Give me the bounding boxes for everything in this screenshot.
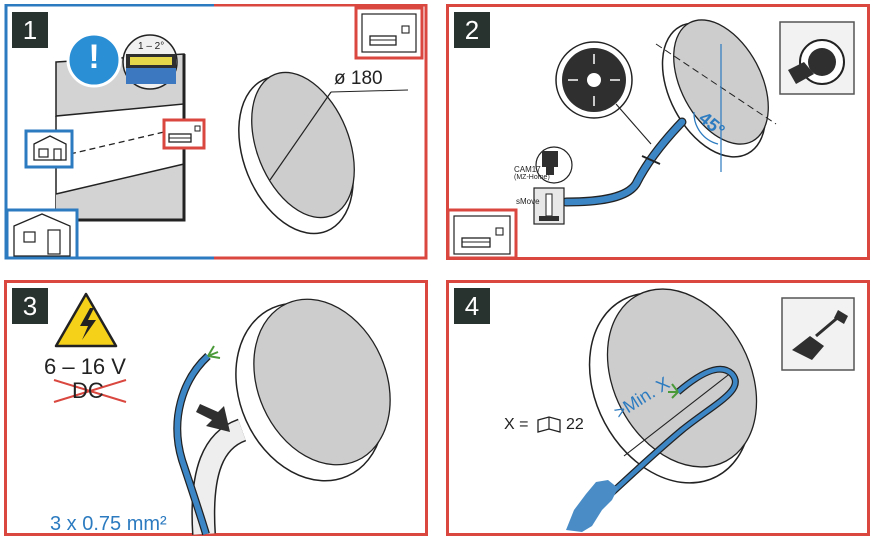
- wire-label: 3 x 0.75 mm²: [50, 513, 167, 535]
- step-1-illustration: [4, 4, 428, 260]
- hole-saw-icon: [779, 21, 855, 95]
- diameter-label: ø 180: [334, 68, 383, 89]
- reference-page: 22: [566, 416, 584, 433]
- room-icon: [446, 208, 518, 260]
- step-3-panel: 3 6 – 16 V DC 3 x 0.75 mm²: [4, 280, 428, 536]
- step-number: 3: [12, 288, 48, 324]
- step-4-panel: 4 >Min. X X = 22: [446, 280, 870, 536]
- step-number: 4: [454, 288, 490, 324]
- saw-blade-icon: [555, 41, 633, 119]
- warning-mark: !: [88, 38, 100, 76]
- current-type-crossed: DC: [72, 378, 104, 403]
- step-3-illustration: [4, 280, 428, 536]
- room-icon: [24, 129, 74, 169]
- step-number: 2: [454, 12, 490, 48]
- sensor-disc: [655, 19, 777, 172]
- book-icon: [537, 416, 561, 433]
- step-2-illustration: [446, 4, 870, 260]
- step-number: 1: [12, 12, 48, 48]
- voltage-label: 6 – 16 V: [44, 354, 126, 379]
- plaster-trowel-icon: [781, 297, 855, 371]
- sensor-disc: [588, 288, 758, 484]
- device-label-mzhome: (MZ-Home): [514, 174, 550, 181]
- warning-icon: [66, 32, 122, 88]
- step-2-panel: 2 45° CAM17 (MZ-Home) sMove: [446, 4, 870, 260]
- sensor-disc: [235, 298, 391, 482]
- receiver-icon: [533, 146, 573, 225]
- step-1-panel: 1 ! 1 – 2° ø 180: [4, 4, 428, 260]
- reference-prefix: X =: [504, 416, 529, 433]
- room-icon-top: [354, 6, 424, 60]
- sensor-disc: [238, 71, 409, 235]
- step-4-illustration: [446, 280, 870, 536]
- voltage-warning-icon: [54, 292, 118, 348]
- house-icon: [5, 208, 79, 260]
- level-label: 1 – 2°: [138, 41, 165, 52]
- device-label-smove: sMove: [516, 197, 540, 206]
- room-target-icon: [162, 118, 206, 150]
- device-label-cam17: CAM17: [514, 165, 541, 174]
- level-icon: [122, 34, 178, 90]
